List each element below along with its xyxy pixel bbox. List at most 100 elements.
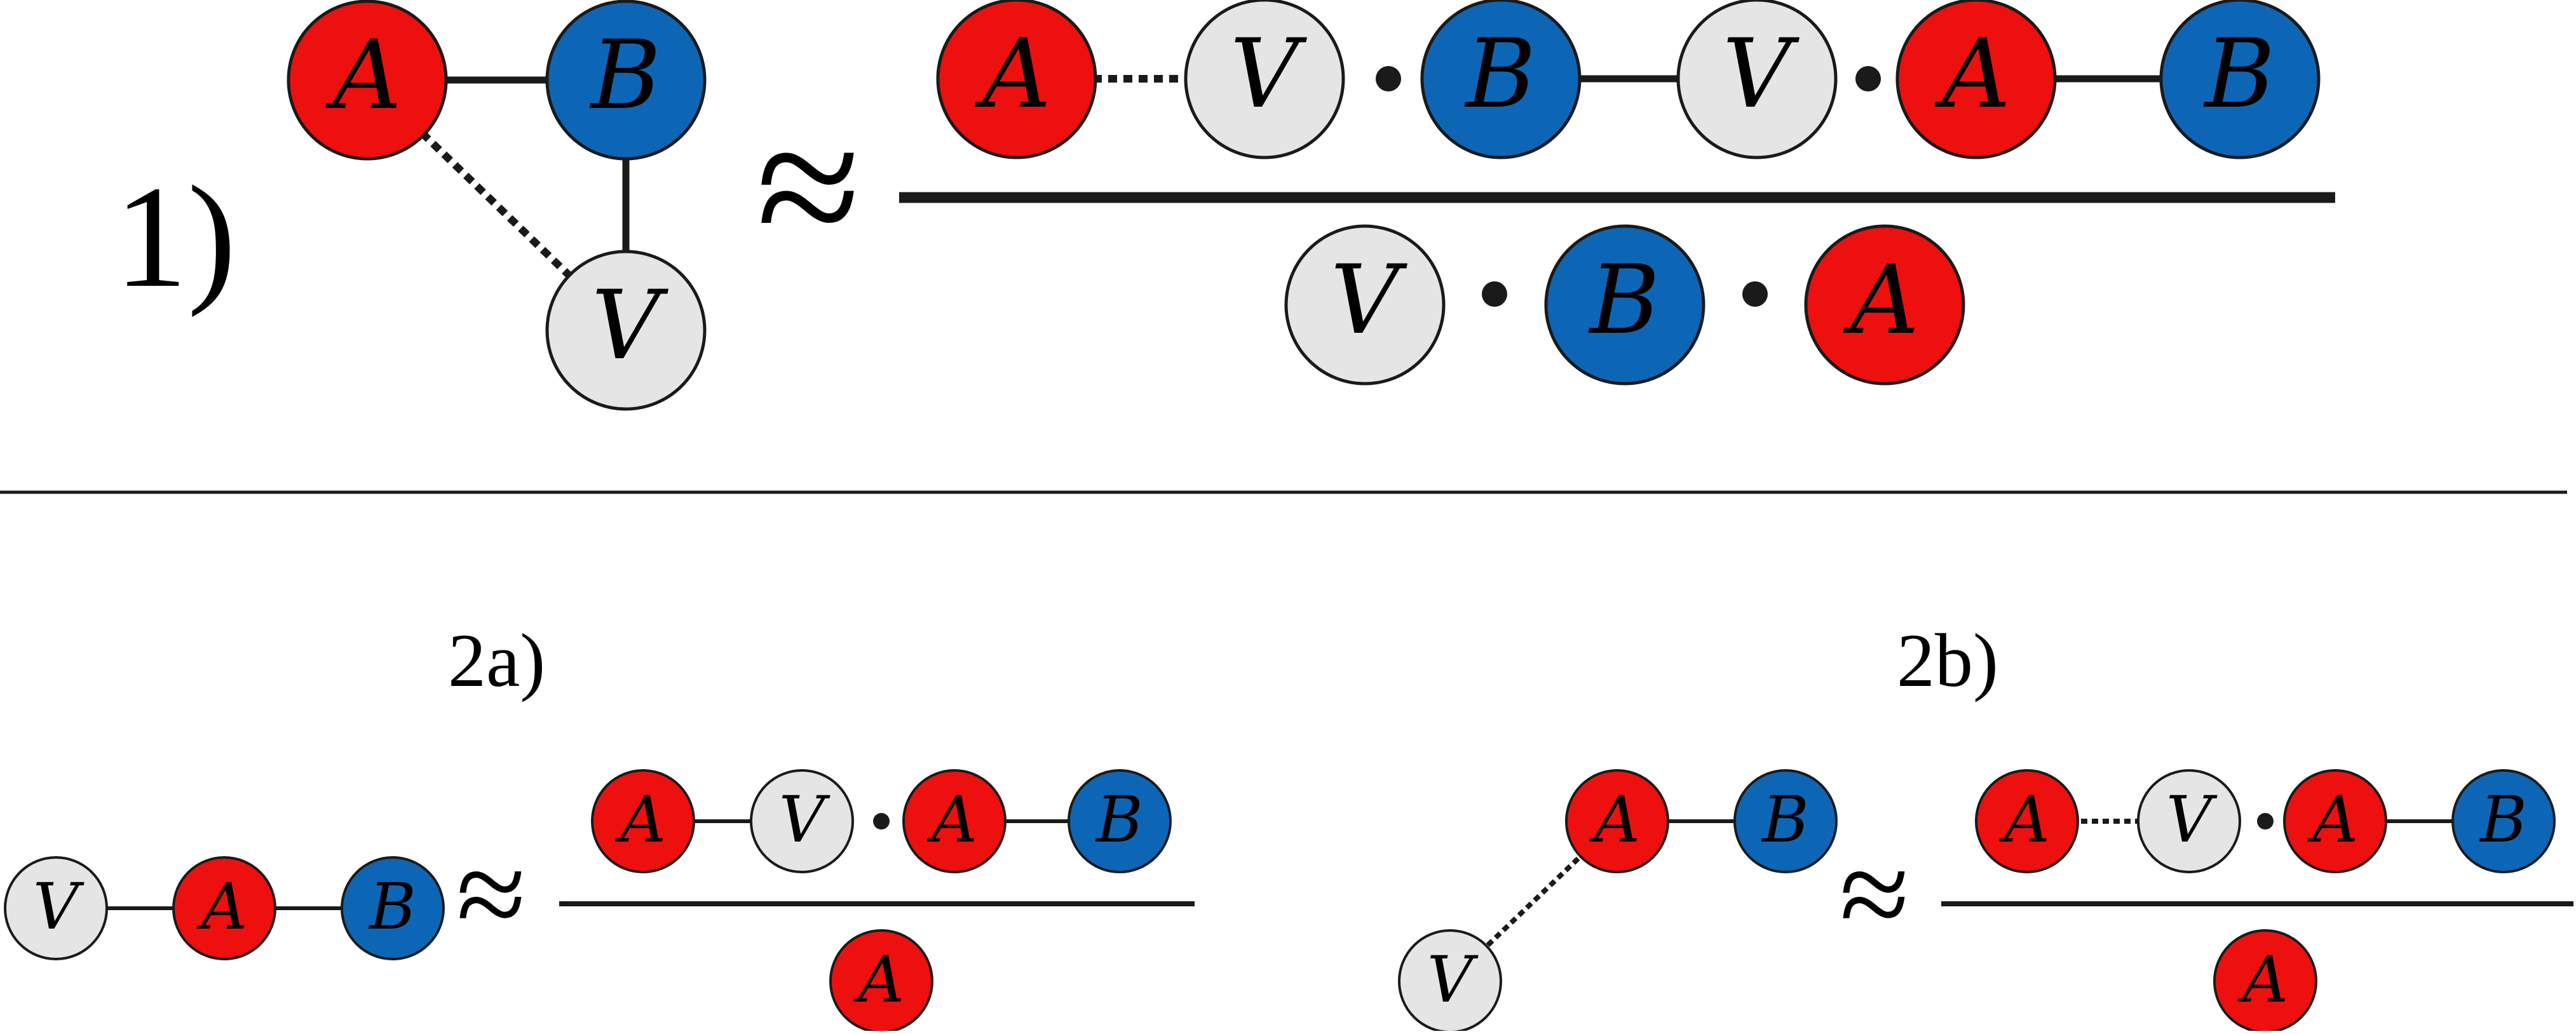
eq2b-num-node-v: V <box>2137 769 2241 873</box>
node-letter-b: B <box>2479 782 2527 857</box>
node-letter-a: A <box>1934 19 2010 130</box>
eq2b-num-node-a1: A <box>1975 769 2079 873</box>
node-circle-b <box>1544 224 1705 386</box>
eq2b-num-product-dot <box>2257 813 2274 829</box>
eq2a-node-v: V <box>4 856 108 960</box>
eq2b-num-node-a2: A <box>2283 769 2387 873</box>
equation-label-1: 1) <box>114 156 236 318</box>
eq1-node-v: V <box>545 250 707 411</box>
node-letter-a: A <box>2307 782 2358 857</box>
eq2a-node-a: A <box>172 856 276 960</box>
eq1-left-graph: A B V <box>287 0 707 411</box>
node-letter-b: B <box>368 869 416 944</box>
node-letter-a: A <box>975 19 1051 130</box>
node-circle-a <box>936 0 1097 159</box>
node-letter-v: V <box>1331 245 1408 356</box>
node-circle-a <box>287 0 448 161</box>
eq2a-num-node-a1: A <box>591 769 695 873</box>
eq1-node-b: B <box>545 0 707 161</box>
node-circle-b <box>1420 0 1582 159</box>
eq2b-num-node-b: B <box>2451 769 2556 873</box>
node-circle-v <box>1676 0 1838 159</box>
eq2a-node-b: B <box>341 856 445 960</box>
eq1-num-node-a1: A <box>936 0 1097 159</box>
eq1-node-a: A <box>287 0 448 161</box>
eq1-den-node-a: A <box>1804 224 1965 386</box>
eq2b-node-a: A <box>1565 769 1669 873</box>
node-circle-b <box>1068 769 1172 873</box>
eq1-den-node-b: B <box>1544 224 1705 386</box>
node-circle-v <box>1284 224 1446 386</box>
eq2b-node-v: V <box>1398 929 1502 1033</box>
node-circle-b <box>1733 769 1838 873</box>
node-letter-v: V <box>2166 782 2218 857</box>
eq1-num-product-dot-2 <box>1855 66 1881 91</box>
eq2a-approx-symbol: ≈ <box>456 824 526 965</box>
node-letter-a: A <box>1843 245 1919 356</box>
node-letter-a: A <box>2237 943 2288 1017</box>
eq2a-num-node-b: B <box>1068 769 1172 873</box>
node-letter-b: B <box>1761 782 1809 857</box>
eq1-num-product-dot-1 <box>1376 66 1401 91</box>
eq2a-num-node-v: V <box>750 769 854 873</box>
eq2b-numerator: A V A B <box>1975 769 2556 873</box>
node-circle-a <box>2283 769 2387 873</box>
eq1-num-node-v2: V <box>1676 0 1838 159</box>
eq2a-num-node-a2: A <box>902 769 1007 873</box>
eq2b-left-graph: A B V <box>1398 769 1838 1033</box>
eq1-num-node-b1: B <box>1420 0 1582 159</box>
node-letter-a: A <box>853 943 904 1017</box>
eq2a-num-product-dot <box>873 813 890 829</box>
node-circle-a <box>172 856 276 960</box>
eq1-denominator: V B A <box>1284 224 1965 386</box>
node-circle-a <box>1565 769 1669 873</box>
node-circle-v <box>1184 0 1345 159</box>
node-letter-b: B <box>1464 19 1536 130</box>
node-circle-a <box>591 769 695 873</box>
node-letter-v: V <box>33 869 85 944</box>
node-letter-b: B <box>2203 19 2275 130</box>
equation-1: 1) A B V ≈ <box>114 0 2335 411</box>
node-letter-v: V <box>1723 19 1800 130</box>
eq2a-numerator: A V A B <box>591 769 1172 873</box>
node-circle-a <box>1804 224 1965 386</box>
eq1-den-node-v: V <box>1284 224 1446 386</box>
eq1-approx-symbol: ≈ <box>756 81 861 292</box>
node-letter-a: A <box>1589 782 1640 857</box>
eq2b-node-b: B <box>1733 769 1838 873</box>
node-letter-b: B <box>1095 782 1143 857</box>
node-circle-v <box>750 769 854 873</box>
eq1-den-product-dot-2 <box>1742 281 1768 307</box>
node-letter-a: A <box>1999 782 2050 857</box>
eq1-num-node-v1: V <box>1184 0 1345 159</box>
eq2a-den-node-a: A <box>829 929 933 1033</box>
eq1-den-product-dot-1 <box>1482 281 1507 307</box>
equation-label-2a: 2a) <box>448 618 545 702</box>
node-letter-b: B <box>1588 245 1660 356</box>
node-circle-b <box>2159 0 2321 159</box>
node-letter-a: A <box>926 782 977 857</box>
eq2a-left-graph: V A B <box>4 856 445 960</box>
node-letter-v: V <box>1230 19 1308 130</box>
node-circle-a <box>1975 769 2079 873</box>
node-circle-b <box>2451 769 2556 873</box>
eq1-num-node-b2: B <box>2159 0 2321 159</box>
node-letter-b: B <box>589 20 661 131</box>
node-circle-v <box>2137 769 2241 873</box>
node-circle-b <box>545 0 707 161</box>
eq1-numerator: A V B V A B <box>936 0 2321 159</box>
equation-label-2b: 2b) <box>1897 618 1998 702</box>
node-letter-v: V <box>1427 943 1479 1017</box>
eq1-num-node-a2: A <box>1895 0 2057 159</box>
node-circle-b <box>341 856 445 960</box>
equation-2b: 2b) A B V ≈ A <box>1398 618 2573 1033</box>
node-letter-a: A <box>615 782 666 857</box>
node-circle-v <box>545 250 707 411</box>
eq2b-den-node-a: A <box>2213 929 2317 1033</box>
node-letter-v: V <box>592 271 669 381</box>
eq2b-approx-symbol: ≈ <box>1840 824 1909 965</box>
node-letter-a: A <box>196 869 247 944</box>
node-circle-v <box>4 856 108 960</box>
